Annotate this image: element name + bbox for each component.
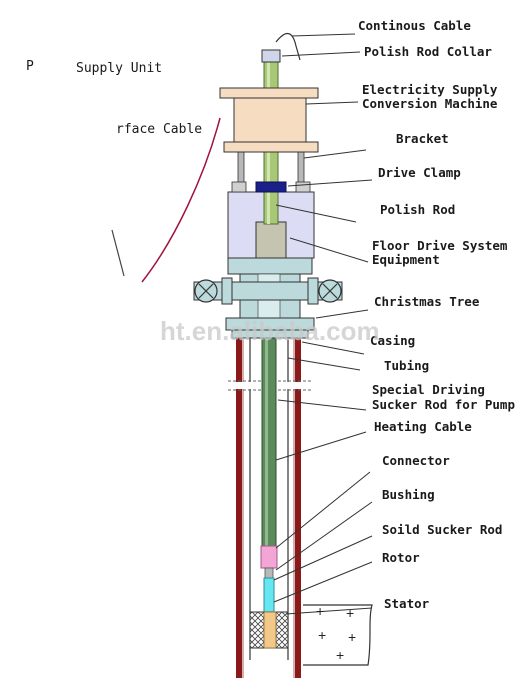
label-stator: Stator (384, 596, 430, 611)
label-special-rod-line1: Special Driving (372, 382, 485, 397)
bracket-post-right (297, 151, 305, 185)
electricity-supply-machine (233, 97, 307, 143)
continuous-cable-wire (275, 32, 301, 61)
valve-left-icon (194, 279, 218, 303)
drive-clamp (255, 181, 287, 193)
solid-sucker-rod-short (264, 567, 274, 579)
bushing (260, 545, 278, 569)
label-connector: Connector (382, 453, 450, 468)
rotor (263, 577, 275, 613)
label-surface-cable: rface Cable (116, 122, 202, 137)
valve-right-icon (318, 279, 342, 303)
label-supply-unit-prefix: P (26, 59, 34, 74)
casing-right-wall (295, 338, 301, 678)
casing-left-wall (236, 338, 242, 678)
label-polish-rod: Polish Rod (380, 202, 455, 217)
sucker-rod (261, 337, 277, 549)
label-continuous-cable: Continous Cable (358, 18, 471, 33)
label-heating-cable: Heating Cable (374, 419, 472, 434)
watermark: ht.en.alibaba.com (160, 316, 380, 346)
floor-drive-inner-sleeve (255, 221, 287, 259)
bracket-post-left (237, 151, 245, 185)
stator-formation-box (303, 604, 373, 666)
label-drive-clamp: Drive Clamp (378, 165, 461, 180)
leader-lines (273, 33, 373, 615)
stator-mark: + (346, 605, 354, 621)
stator-mark: + (318, 627, 326, 643)
stator (249, 611, 289, 649)
label-special-rod-line2: Sucker Rod for Pump (372, 397, 515, 412)
label-supply-unit: Supply Unit (76, 61, 162, 76)
stator-mark: + (348, 629, 356, 645)
label-polish-rod-collar: Polish Rod Collar (364, 44, 492, 59)
label-rotor: Rotor (382, 550, 420, 565)
label-casing: Casing (370, 333, 415, 348)
label-esc-line1: Electricity Supply (362, 82, 498, 97)
casing-right-inner (293, 338, 295, 678)
label-tubing: Tubing (384, 358, 429, 373)
label-esc-line2: Conversion Machine (362, 96, 498, 111)
label-bushing: Bushing (382, 487, 435, 502)
label-bracket: Bracket (396, 131, 449, 146)
christmas-tree (193, 257, 343, 339)
stator-mark: + (316, 603, 324, 619)
surface-cable-tick (111, 229, 125, 277)
label-christmas-tree: Christmas Tree (374, 294, 480, 309)
electricity-supply-machine-top (219, 87, 319, 99)
label-floor-drive-line1: Floor Drive System (372, 238, 508, 253)
stator-mark: + (336, 647, 344, 663)
label-floor-drive-line2: Equipment (372, 252, 440, 267)
polish-rod-collar (261, 49, 281, 63)
casing-left-inner (242, 338, 244, 678)
label-solid-sucker-rod: Soild Sucker Rod (382, 522, 502, 537)
bracket-plate (223, 141, 319, 153)
surface-cable-line (141, 117, 221, 283)
